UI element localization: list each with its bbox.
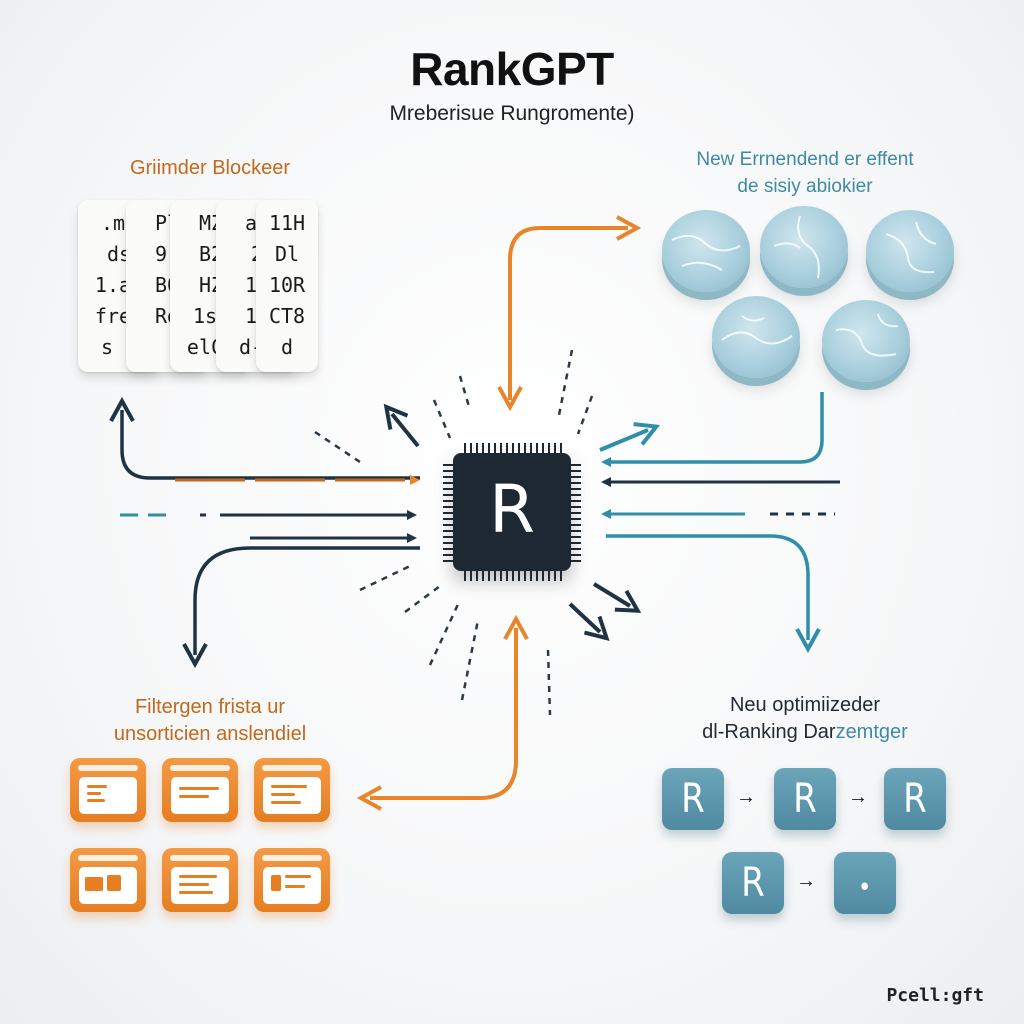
document-card-icon — [70, 758, 146, 822]
arrow-coins-to-chip — [601, 392, 824, 467]
filtered-label-line1: Filtergen frista ur — [134, 696, 286, 718]
coin-stack-icon — [760, 206, 848, 288]
chip-logo: R — [489, 471, 535, 548]
chip-pins — [443, 443, 581, 581]
coin-stack-icon — [662, 210, 750, 292]
rank-arrow: → — [848, 786, 868, 808]
rank-tile-icon: R — [774, 768, 836, 830]
embedding-label: New Errnendend er effent de sisiy abioki… — [640, 146, 970, 200]
arrow-to-code-cards — [122, 410, 420, 480]
watermark: Pcell:gft — [886, 985, 984, 1006]
filtered-label: Filtergen frista ur unsorticien anslendi… — [60, 694, 360, 748]
arrow-to-ranking — [606, 534, 808, 640]
page-title: RankGPT — [410, 43, 614, 95]
filtered-label-line2: unsorticien anslendiel — [113, 723, 307, 745]
ranking-label-line1: Neu optimiizeder — [729, 694, 881, 716]
embedding-label-line1: New Errnendend er effent — [696, 149, 914, 170]
coin-stack-icon — [866, 210, 954, 292]
document-card-icon — [162, 758, 238, 822]
ranking-label-line2: dl-Ranking Darzemtger — [702, 721, 908, 743]
coin-stack-icon — [712, 296, 800, 378]
ranking-label: Neu optimiizeder dl-Ranking Darzemtger — [640, 692, 970, 746]
coin-stack-icon — [822, 300, 910, 382]
source-blocks-label: Griimder Blockeer — [129, 157, 291, 179]
document-card-icon — [162, 848, 238, 912]
rank-arrow: → — [796, 870, 816, 892]
embedding-label-line2: de sisiy abiokier — [737, 176, 873, 197]
arrow-to-filtered — [195, 546, 420, 655]
arrow-chip-to-filtered — [370, 630, 518, 798]
rank-tile-icon: • — [834, 852, 896, 914]
processor-chip-icon: R — [443, 443, 581, 581]
rank-tile-icon: R — [722, 852, 784, 914]
document-card-icon — [254, 848, 330, 912]
document-card-icon — [70, 848, 146, 912]
page-subtitle: Mreberisue Rungromente) — [389, 102, 635, 125]
rank-tile-icon: R — [884, 768, 946, 830]
arrow-chip-to-coins — [508, 228, 628, 400]
rank-arrow: → — [736, 786, 756, 808]
document-card-icon — [254, 758, 330, 822]
rank-tile-icon: R — [662, 768, 724, 830]
